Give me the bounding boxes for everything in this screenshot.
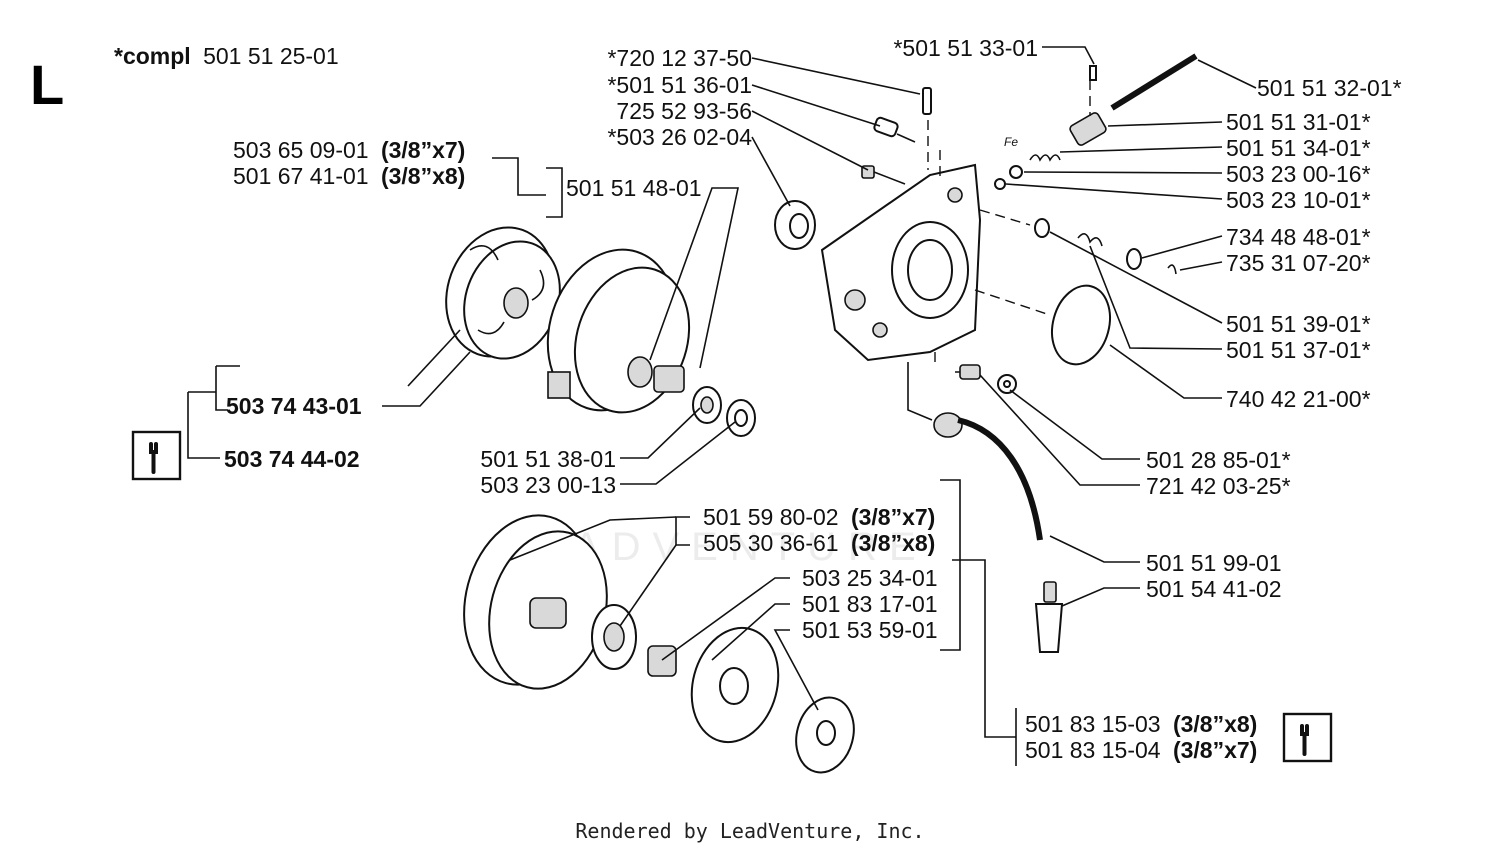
label-501-83-15-03-variant: (3/8”x8)	[1173, 711, 1257, 737]
adjust-screw-part	[873, 116, 916, 143]
label-501-83-15-04-variant: (3/8”x7)	[1173, 737, 1257, 763]
footer-credit: Rendered by LeadVenture, Inc.	[575, 819, 924, 843]
drive-disc-part	[690, 626, 780, 744]
clutch-drum-part	[546, 248, 691, 414]
label-501-51-31-01: 501 51 31-01*	[1226, 109, 1371, 135]
compl-label: *compl 501 51 25-01	[114, 43, 339, 69]
label-503-74-43-01: 503 74 43-01	[226, 393, 362, 419]
label-501-67-41-01-number: 501 67 41-01	[233, 163, 369, 189]
label-501-51-33-01: *501 51 33-01	[893, 35, 1038, 61]
pump-shaft-part	[1069, 53, 1198, 146]
compl-prefix: *compl	[114, 43, 191, 69]
needle-bearing-part	[653, 365, 756, 437]
oil-hose-part	[933, 412, 1043, 541]
spring-part	[994, 154, 1061, 190]
assembly-lines	[927, 80, 1091, 176]
label-501-51-39-01: 501 51 39-01*	[1226, 311, 1371, 337]
clutch-cover-part	[820, 163, 982, 362]
label-501-83-15-04: 501 83 15-04 (3/8”x7)	[1025, 737, 1257, 763]
label-725-52-93-56: 725 52 93-56	[616, 98, 752, 124]
label-501-67-41-01-variant: (3/8”x8)	[381, 163, 465, 189]
label-503-26-02-04: *503 26 02-04	[607, 124, 752, 150]
label-501-51-32-01: 501 51 32-01*	[1257, 75, 1402, 101]
label-740-42-21-00: 740 42 21-00*	[1226, 386, 1371, 412]
label-735-31-07-20: 735 31 07-20*	[1226, 250, 1371, 276]
label-501-54-41-02: 501 54 41-02	[1146, 576, 1282, 602]
needle-bearing-lower-part	[647, 645, 677, 677]
label-503-65-09-01-number: 503 65 09-01	[233, 137, 369, 163]
label-501-28-85-01: 501 28 85-01*	[1146, 447, 1291, 473]
o-ring-part	[1051, 284, 1111, 366]
label-503-23-10-01: 503 23 10-01*	[1226, 187, 1371, 213]
label-734-48-48-01: 734 48 48-01*	[1226, 224, 1371, 250]
label-501-59-80-02-variant: (3/8”x7)	[851, 504, 935, 530]
label-505-30-36-61-variant: (3/8”x8)	[851, 530, 935, 556]
label-501-51-38-01: 501 51 38-01	[480, 446, 616, 472]
label-503-65-09-01: 503 65 09-01 (3/8”x7)	[233, 137, 465, 163]
label-501-51-37-01: 501 51 37-01*	[1226, 337, 1371, 363]
label-501-67-41-01: 501 67 41-01 (3/8”x8)	[233, 163, 465, 189]
label-505-30-36-61: 505 30 36-61 (3/8”x8)	[703, 530, 935, 556]
fe-mark: Fe	[1004, 135, 1018, 149]
bolt-part	[861, 165, 906, 185]
label-721-42-03-25: 721 42 03-25*	[1146, 473, 1291, 499]
label-501-83-15-03: 501 83 15-03 (3/8”x8)	[1025, 711, 1257, 737]
label-503-65-09-01-variant: (3/8”x7)	[381, 137, 465, 163]
valve-parts	[1034, 218, 1177, 275]
label-501-59-80-02-number: 501 59 80-02	[703, 504, 839, 530]
label-501-83-15-04-number: 501 83 15-04	[1025, 737, 1161, 763]
label-501-51-34-01: 501 51 34-01*	[1226, 135, 1371, 161]
label-505-30-36-61-number: 505 30 36-61	[703, 530, 839, 556]
label-503-23-00-16: 503 23 00-16*	[1226, 161, 1371, 187]
screw-nut-part	[959, 364, 1017, 394]
label-501-51-99-01: 501 51 99-01	[1146, 550, 1282, 576]
label-501-51-36-01: *501 51 36-01	[607, 72, 752, 98]
sprocket-drum-part	[463, 514, 608, 690]
seal-ring-part	[774, 200, 816, 250]
strainer-part	[1034, 581, 1064, 653]
label-503-23-00-13: 503 23 00-13	[480, 472, 616, 498]
label-501-83-15-03-number: 501 83 15-03	[1025, 711, 1161, 737]
label-501-83-17-01: 501 83 17-01	[802, 591, 938, 617]
compl-number: 501 51 25-01	[203, 43, 339, 69]
leader-lines	[187, 46, 1257, 766]
label-503-25-34-01: 503 25 34-01	[802, 565, 938, 591]
label-501-59-80-02: 501 59 80-02 (3/8”x7)	[703, 504, 935, 530]
washer-bottom-part	[795, 696, 855, 774]
pin-part	[922, 87, 932, 115]
assembly-lines-2	[934, 209, 1051, 373]
section-letter: L	[30, 53, 64, 116]
label-501-51-48-01: 501 51 48-01	[566, 175, 702, 201]
label-720-12-37-50: *720 12 37-50	[607, 45, 752, 71]
wrench-icon	[1282, 712, 1333, 763]
clutch-part	[445, 226, 561, 360]
wrench-icon	[131, 430, 182, 481]
label-503-74-44-02: 503 74 44-02	[224, 446, 360, 472]
rim-sprocket-part	[591, 604, 637, 670]
label-501-53-59-01: 501 53 59-01	[802, 617, 938, 643]
